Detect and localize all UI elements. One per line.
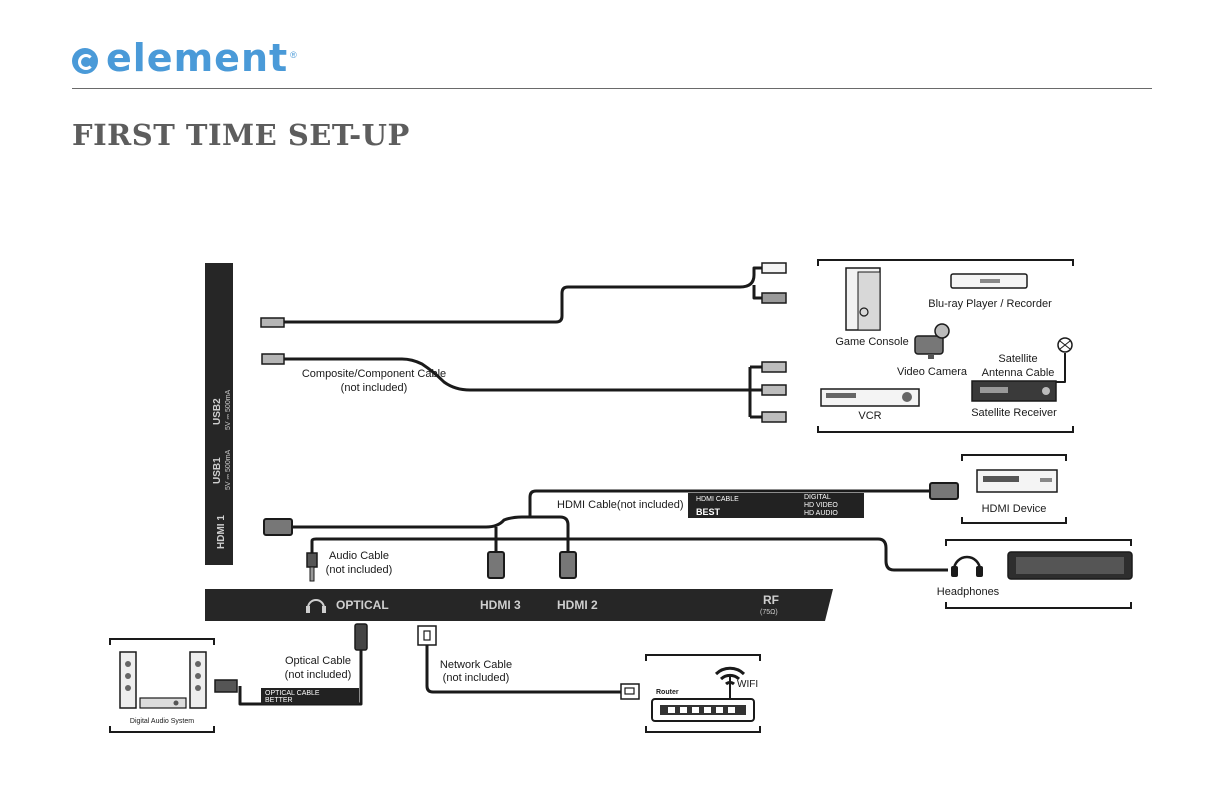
usb1-port-spec: 5V ⎓ 500mA bbox=[225, 449, 232, 490]
ethernet-port-icon bbox=[417, 625, 437, 646]
vcr-icon bbox=[820, 388, 920, 407]
hdmi3-plug bbox=[487, 551, 505, 579]
hdmi3-port-label: HDMI 3 bbox=[480, 598, 521, 612]
rca-plug-yellow bbox=[761, 361, 787, 373]
audio-output-frame bbox=[945, 539, 1132, 609]
audio-cable-label-2: (not included) bbox=[326, 564, 393, 576]
hdmi1-port-label: HDMI 1 bbox=[216, 515, 227, 549]
hdmi-device-icon bbox=[976, 469, 1058, 493]
composite-component-cable bbox=[283, 357, 762, 419]
network-cable bbox=[425, 645, 623, 694]
video-camera-icon bbox=[914, 323, 950, 359]
hdmi2-plug bbox=[559, 551, 577, 579]
hdmi-cable-label: HDMI Cable(not included) bbox=[557, 499, 684, 511]
hdmi-device-label: HDMI Device bbox=[982, 503, 1047, 515]
composite-cable-label-1: Composite/Component Cable bbox=[302, 368, 446, 380]
rf-port-spec: (75Ω) bbox=[760, 609, 778, 616]
optical-tag-name: OPTICAL CABLE bbox=[265, 690, 320, 697]
hdmi-tag-name: HDMI CABLE bbox=[696, 496, 739, 503]
brand-name: element bbox=[106, 36, 289, 80]
hdmi-tag-grade: BEST bbox=[696, 507, 721, 517]
headphones-label: Headphones bbox=[937, 586, 1000, 598]
top-av-cable bbox=[284, 266, 762, 324]
headphone-port-icon bbox=[306, 599, 326, 613]
bluray-player-icon bbox=[950, 273, 1028, 289]
brand-logo: element ® bbox=[72, 38, 297, 78]
optical-tag-grade: BETTER bbox=[265, 697, 293, 704]
rca-plug-red bbox=[761, 292, 787, 304]
optical-cable-label-1: Optical Cable bbox=[285, 655, 351, 667]
ethernet-plug-icon bbox=[620, 683, 640, 700]
digital-audio-frame bbox=[109, 638, 215, 733]
rca-plug-green bbox=[761, 384, 787, 396]
usb2-port-label: USB2 bbox=[212, 398, 223, 425]
audio-receiver-icon bbox=[139, 697, 187, 709]
usb2-port-spec: 5V ⎓ 500mA bbox=[225, 389, 232, 430]
satellite-receiver-label: Satellite Receiver bbox=[971, 407, 1057, 419]
speaker-left-icon bbox=[119, 651, 137, 709]
rca-plug-blue bbox=[761, 411, 787, 423]
av-devices-frame bbox=[817, 259, 1074, 433]
optical-port-label: OPTICAL bbox=[336, 598, 389, 612]
optical-cable-label-2: (not included) bbox=[285, 669, 352, 681]
audio-cable-label-1: Audio Cable bbox=[329, 550, 389, 562]
hdmi-tag-feature-2: HD VIDEO bbox=[804, 502, 838, 509]
soundbar-icon bbox=[1007, 551, 1133, 580]
satellite-antenna-label-2: Antenna Cable bbox=[982, 367, 1055, 379]
wifi-icon bbox=[714, 666, 746, 686]
wifi-label: WIFI bbox=[737, 679, 758, 690]
bluray-label: Blu-ray Player / Recorder bbox=[928, 298, 1052, 310]
tv-bottom-panel bbox=[205, 589, 833, 621]
satellite-antenna-label-1: Satellite bbox=[998, 353, 1037, 365]
hdmi-cable-tag: HDMI CABLE BEST DIGITAL HD VIDEO HD AUDI… bbox=[688, 493, 864, 518]
audio-cable bbox=[310, 537, 948, 572]
satellite-dish-icon bbox=[1056, 337, 1073, 383]
vcr-label: VCR bbox=[858, 410, 881, 422]
top-cable-plug bbox=[260, 317, 285, 328]
speaker-right-icon bbox=[189, 651, 207, 709]
rca-plug-white bbox=[761, 262, 787, 274]
optical-cable-tag: OPTICAL CABLE BETTER bbox=[261, 688, 359, 704]
network-cable-label-2: (not included) bbox=[443, 672, 510, 684]
page-title: FIRST TIME SET-UP bbox=[72, 118, 410, 152]
hdmi2-port-label: HDMI 2 bbox=[557, 598, 598, 612]
hdmi-tag-feature-1: DIGITAL bbox=[804, 494, 831, 501]
game-console-icon bbox=[845, 267, 881, 331]
composite-cable-label-2: (not included) bbox=[341, 382, 408, 394]
tv-side-panel bbox=[205, 263, 233, 565]
video-camera-label: Video Camera bbox=[897, 366, 968, 378]
hdmi-device-plug bbox=[929, 482, 959, 500]
game-console-label: Game Console bbox=[835, 336, 908, 348]
audio-jack-plug bbox=[306, 552, 318, 582]
router-frame bbox=[645, 654, 761, 733]
usb1-port-label: USB1 bbox=[212, 457, 223, 484]
hdmi-device-frame bbox=[961, 454, 1067, 524]
registered-mark: ® bbox=[290, 50, 297, 60]
router-label: Router bbox=[656, 689, 679, 696]
header-divider bbox=[72, 88, 1152, 89]
router-icon bbox=[651, 676, 755, 722]
composite-tv-plug bbox=[261, 353, 285, 365]
headphones-icon bbox=[951, 555, 983, 577]
digital-audio-label: Digital Audio System bbox=[130, 718, 194, 725]
hdmi-tag-feature-3: HD AUDIO bbox=[804, 510, 838, 517]
brand-mark-icon bbox=[72, 48, 98, 74]
hdmi1-plug bbox=[263, 518, 293, 536]
optical-tv-plug bbox=[354, 623, 368, 651]
network-cable-label-1: Network Cable bbox=[440, 659, 512, 671]
satellite-receiver-icon bbox=[971, 380, 1057, 402]
rf-port-label: RF bbox=[763, 593, 779, 607]
optical-device-plug bbox=[214, 679, 238, 693]
